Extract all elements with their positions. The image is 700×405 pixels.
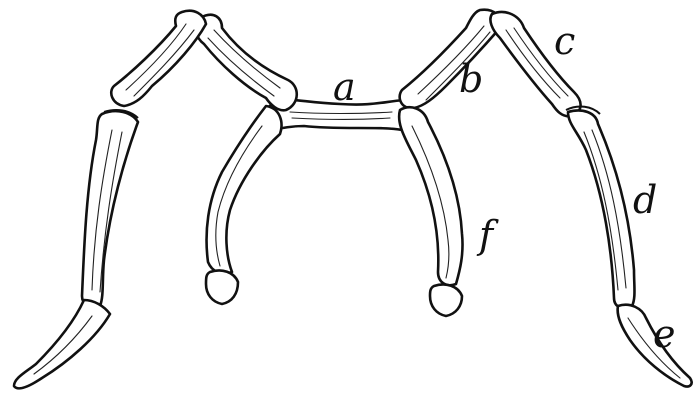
bone-upper-left-inner bbox=[194, 13, 299, 112]
bone-f-tip bbox=[428, 283, 464, 318]
bone-left-outer-tip bbox=[12, 298, 112, 390]
bone-left-inner-tip bbox=[204, 269, 240, 306]
bone-upper-left-outer bbox=[110, 9, 208, 108]
bone-left-outer-leg bbox=[80, 109, 140, 309]
bone-left-inner-arm bbox=[205, 104, 283, 275]
bone-d bbox=[565, 105, 636, 310]
label-b: b bbox=[459, 57, 483, 101]
label-d: d bbox=[633, 178, 657, 222]
label-f: f bbox=[476, 213, 499, 257]
bone-f bbox=[397, 106, 464, 287]
label-a: a bbox=[333, 65, 356, 109]
bone-b bbox=[398, 8, 502, 110]
bone-e bbox=[616, 303, 693, 388]
label-e: e bbox=[653, 312, 676, 356]
label-c: c bbox=[554, 19, 575, 63]
